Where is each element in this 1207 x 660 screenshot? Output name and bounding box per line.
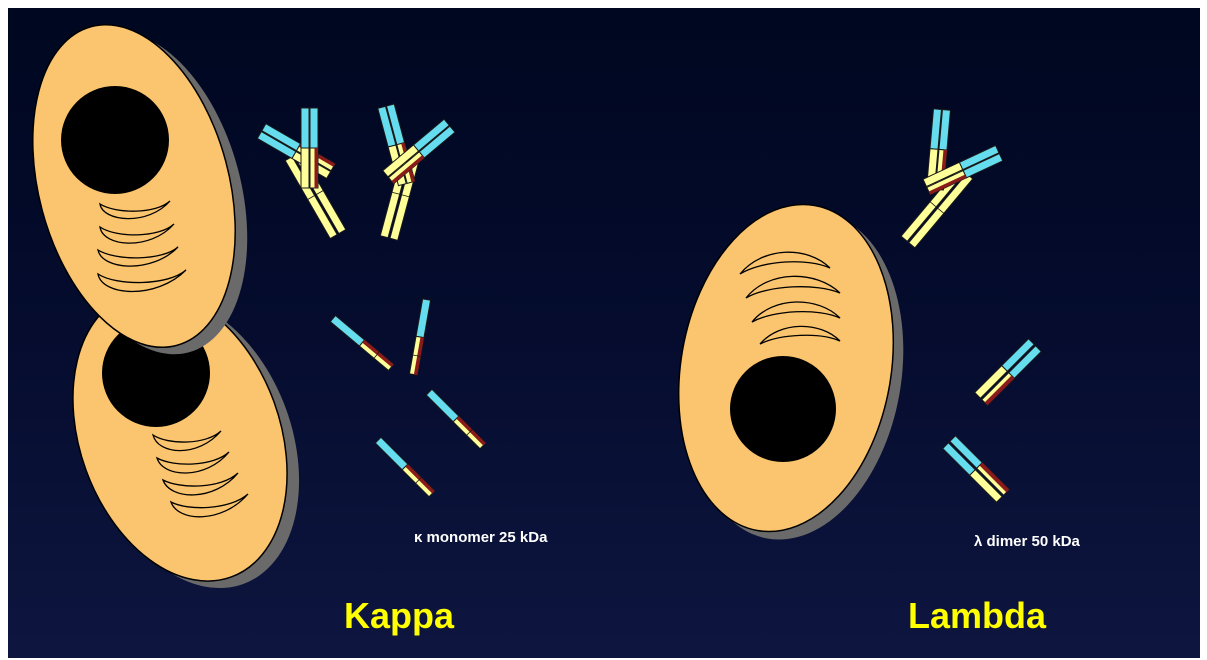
immunoglobulin-diagram: [8, 8, 1200, 658]
kappa-antibody-2: [378, 104, 455, 240]
nucleus: [730, 356, 836, 462]
slide: κ monomer 25 kDa λ dimer 50 kDa Kappa La…: [8, 8, 1200, 658]
lambda-caption: λ dimer 50 kDa: [974, 533, 1080, 550]
lambda-light-chain-dimer-2: [943, 436, 1009, 502]
kappa-light-chain-monomer-2: [409, 299, 430, 375]
kappa-plasma-cell-upper: [8, 8, 280, 377]
lambda-light-chain-dimer-1: [975, 339, 1041, 405]
lambda-antibody: [901, 109, 1003, 248]
lambda-title: Lambda: [908, 595, 1046, 637]
kappa-caption: κ monomer 25 kDa: [414, 529, 547, 546]
kappa-light-chain-monomer-4: [375, 437, 434, 496]
kappa-title: Kappa: [344, 595, 454, 637]
kappa-antibody-1: [257, 108, 345, 239]
kappa-light-chain-monomer-1: [330, 316, 393, 371]
kappa-light-chain-monomer-3: [426, 389, 485, 448]
lambda-plasma-cell: [654, 187, 928, 556]
nucleus: [61, 86, 169, 194]
